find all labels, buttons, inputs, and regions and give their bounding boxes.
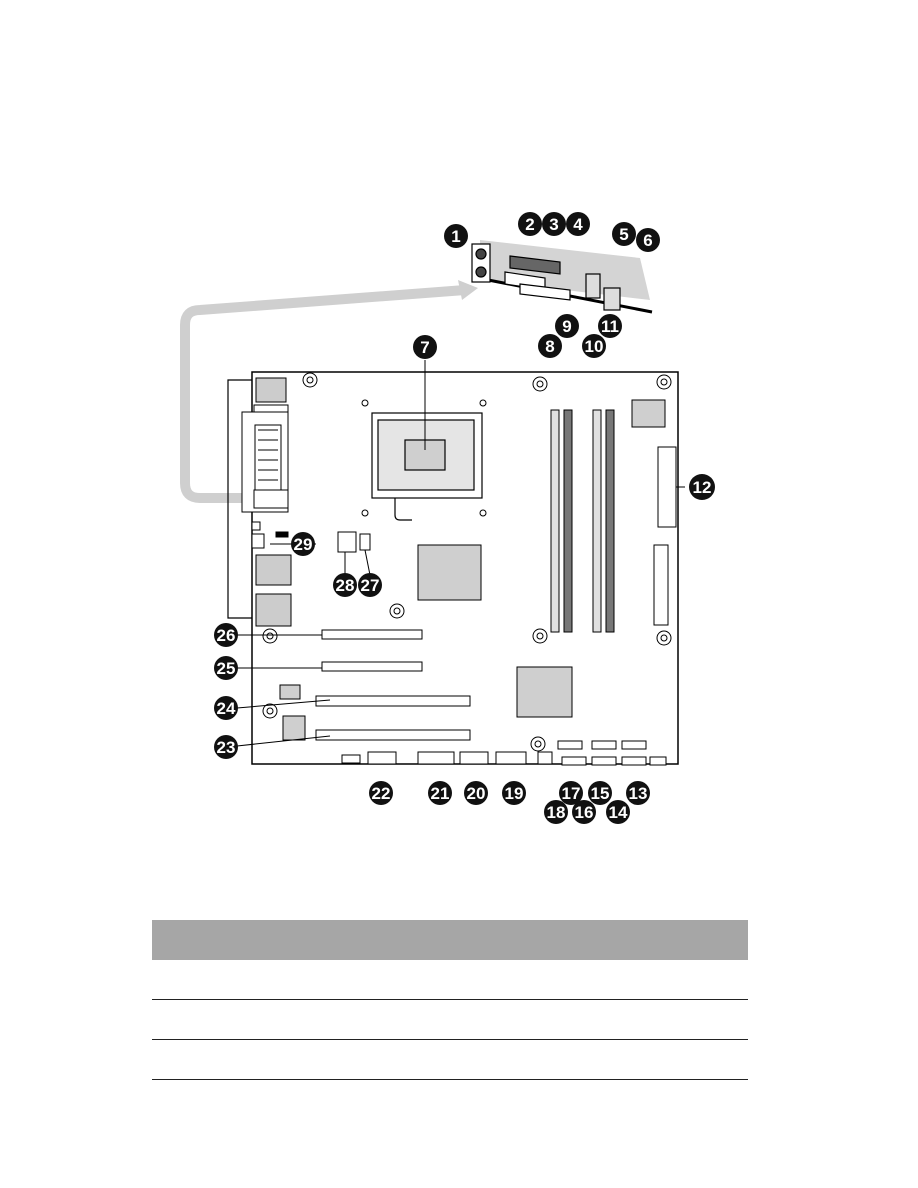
callout-7: 7 <box>413 335 437 359</box>
callout-10: 10 <box>582 334 606 358</box>
cpu-socket <box>371 412 483 521</box>
callout-26: 26 <box>214 623 238 647</box>
callout-13: 13 <box>626 781 650 805</box>
small-chip-3 <box>282 715 306 741</box>
expansion-slots <box>315 629 471 741</box>
power-4pin <box>337 531 371 553</box>
svg-text:2: 2 <box>525 215 534 234</box>
io-arrow-path <box>180 285 466 503</box>
svg-text:19: 19 <box>505 784 524 803</box>
svg-text:11: 11 <box>601 317 619 336</box>
svg-text:22: 22 <box>372 784 391 803</box>
svg-text:12: 12 <box>693 478 712 497</box>
svg-text:28: 28 <box>336 576 355 595</box>
small-chip-2 <box>279 684 301 700</box>
svg-text:21: 21 <box>431 784 450 803</box>
callout-15: 15 <box>588 781 612 805</box>
callout-23: 23 <box>214 735 238 759</box>
svg-text:15: 15 <box>591 784 610 803</box>
sata-connectors <box>557 740 647 766</box>
callout-14: 14 <box>606 800 630 824</box>
svg-text:8: 8 <box>545 337 554 356</box>
board-rear-io <box>241 377 292 627</box>
io-arrow-head <box>458 280 478 300</box>
callout-5: 5 <box>612 222 636 246</box>
small-chip-1 <box>631 399 666 428</box>
svg-text:18: 18 <box>547 803 566 822</box>
svg-text:9: 9 <box>562 317 571 336</box>
callout-20: 20 <box>464 781 488 805</box>
callout-19: 19 <box>502 781 526 805</box>
callout-22: 22 <box>369 781 393 805</box>
callout-24: 24 <box>214 696 238 720</box>
callout-6: 6 <box>636 228 660 252</box>
ide-connector <box>653 544 669 626</box>
callout-1: 1 <box>444 224 468 248</box>
svg-text:26: 26 <box>217 626 236 645</box>
callout-29: 29 <box>291 532 315 556</box>
atx-power <box>657 446 677 528</box>
callout-27: 27 <box>358 573 382 597</box>
bottom-headers <box>341 751 667 766</box>
callout-17: 17 <box>559 781 583 805</box>
table-row <box>152 1000 748 1040</box>
callout-25: 25 <box>214 656 238 680</box>
northbridge <box>417 544 482 601</box>
table-row <box>152 960 748 1000</box>
io-bracket <box>227 379 252 619</box>
callout-3: 3 <box>542 212 566 236</box>
svg-text:10: 10 <box>585 337 604 356</box>
callout-badges: 1 2 3 4 5 6 7 8 9 10 11 12 13 14 15 16 1… <box>214 212 715 824</box>
svg-text:5: 5 <box>619 225 628 244</box>
dimm-slots <box>550 409 615 633</box>
table-header <box>152 920 748 960</box>
svg-text:3: 3 <box>549 215 558 234</box>
mounting-holes <box>262 372 672 752</box>
svg-text:7: 7 <box>420 338 429 357</box>
callout-28: 28 <box>333 573 357 597</box>
svg-text:16: 16 <box>575 803 594 822</box>
callout-2: 2 <box>518 212 542 236</box>
io-connectors <box>471 243 621 311</box>
svg-text:20: 20 <box>467 784 486 803</box>
svg-text:25: 25 <box>217 659 236 678</box>
legend-table <box>152 920 748 1080</box>
svg-text:1: 1 <box>451 227 460 246</box>
southbridge <box>516 666 573 718</box>
callout-12: 12 <box>689 474 715 500</box>
callout-8: 8 <box>538 334 562 358</box>
motherboard-diagram: 1 2 3 4 5 6 7 8 9 10 11 12 13 14 15 16 1… <box>180 212 715 824</box>
callout-16: 16 <box>572 800 596 824</box>
svg-text:27: 27 <box>361 576 380 595</box>
callout-11: 11 <box>598 314 622 338</box>
svg-text:17: 17 <box>562 784 581 803</box>
callout-9: 9 <box>555 314 579 338</box>
callout-21: 21 <box>428 781 452 805</box>
svg-text:23: 23 <box>217 738 236 757</box>
callout-4: 4 <box>566 212 590 236</box>
table-row <box>152 1040 748 1080</box>
svg-text:29: 29 <box>294 535 313 554</box>
svg-text:13: 13 <box>629 784 648 803</box>
svg-text:24: 24 <box>217 699 236 718</box>
svg-text:4: 4 <box>573 215 583 234</box>
svg-text:14: 14 <box>609 803 628 822</box>
svg-text:6: 6 <box>643 231 652 250</box>
callout-18: 18 <box>544 800 568 824</box>
